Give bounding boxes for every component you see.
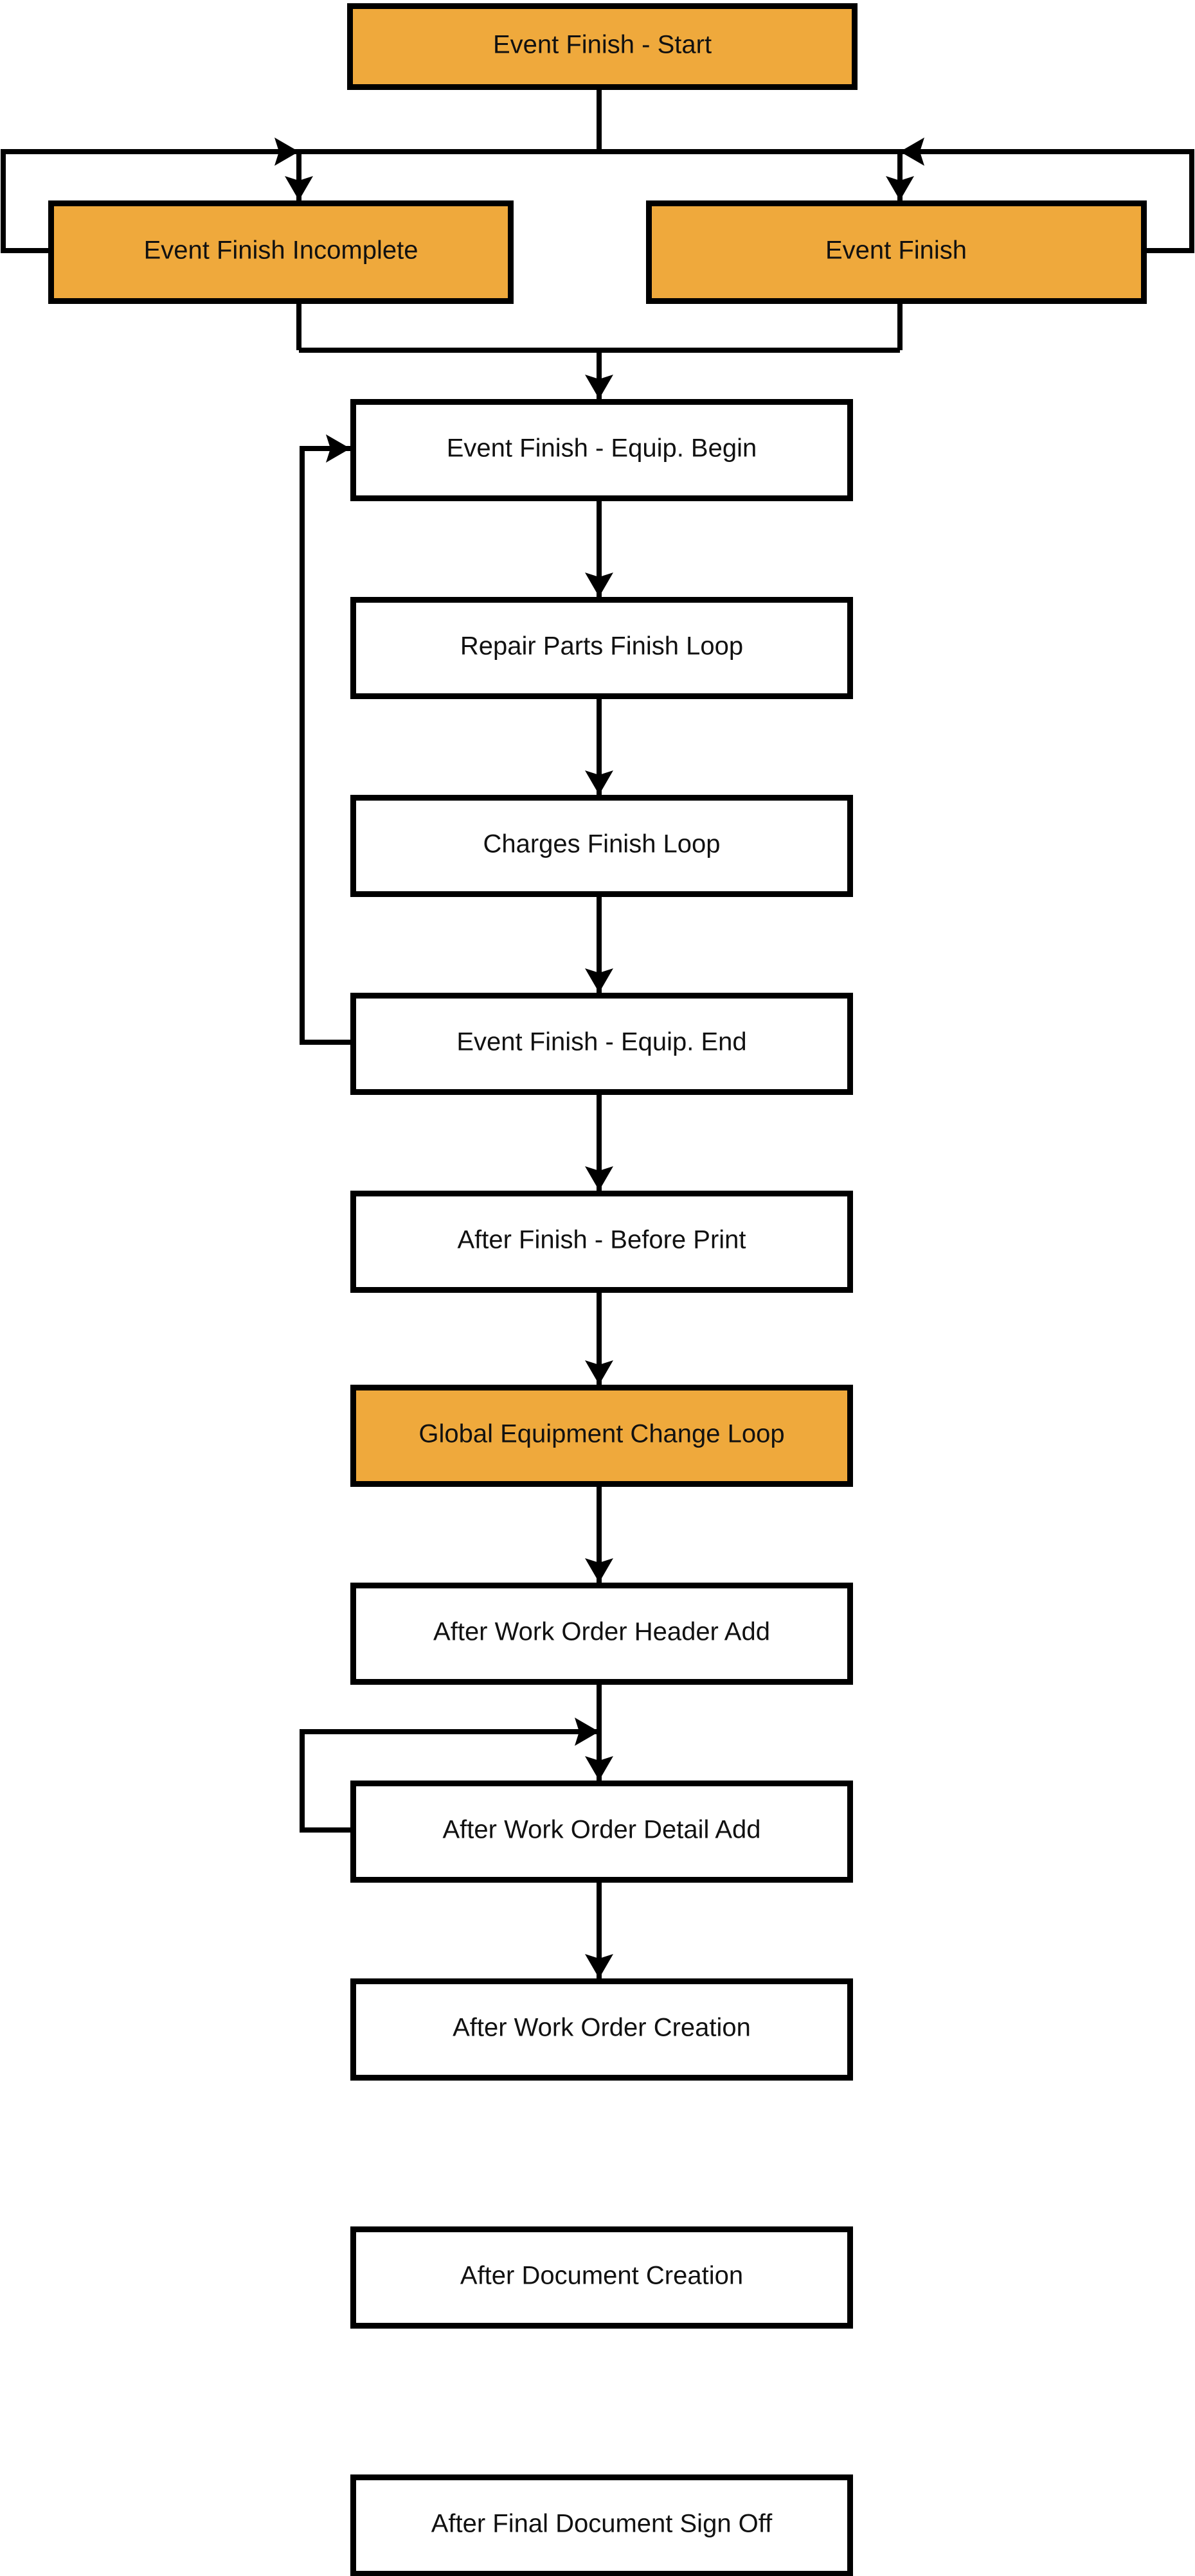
edge-equip-end-loopback-to-equip-begin <box>300 446 350 1045</box>
node-after-document-creation[interactable]: After Document Creation <box>350 2226 853 2329</box>
arrowhead-to-wo-header-add <box>585 1558 613 1583</box>
node-shape-event-finish-equip-begin[interactable] <box>350 399 853 501</box>
arrowhead-to-equip-end <box>585 968 613 993</box>
node-event-finish-start[interactable]: Event Finish - Start <box>347 3 858 90</box>
node-shape-charges-finish-loop[interactable] <box>350 795 853 897</box>
arrowhead-to-charges <box>585 770 613 795</box>
arrowhead-to-repair-parts <box>585 573 613 597</box>
edge-layer <box>1 87 1194 1978</box>
node-event-finish-equip-end[interactable]: Event Finish - Equip. End <box>350 993 853 1095</box>
node-after-finish-before-print[interactable]: After Finish - Before Print <box>350 1191 853 1293</box>
node-global-equipment-change-loop[interactable]: Global Equipment Change Loop <box>350 1385 853 1487</box>
node-shape-after-work-order-header-add[interactable] <box>350 1583 853 1685</box>
node-shape-after-work-order-creation[interactable] <box>350 1978 853 2081</box>
node-shape-after-final-document-sign-off[interactable] <box>350 2474 853 2576</box>
arrowhead-right-feedback-left <box>900 138 924 166</box>
arrowhead-to-equip-begin <box>585 375 613 399</box>
node-shape-event-finish[interactable] <box>646 200 1147 304</box>
edge-finish-feedback <box>900 149 1194 253</box>
node-repair-parts-finish-loop[interactable]: Repair Parts Finish Loop <box>350 597 853 699</box>
edge-finish-incomplete-feedback <box>1 149 299 253</box>
node-event-finish-incomplete[interactable]: Event Finish Incomplete <box>48 200 514 304</box>
node-event-finish-equip-begin[interactable]: Event Finish - Equip. Begin <box>350 399 853 501</box>
node-shape-after-document-creation[interactable] <box>350 2226 853 2329</box>
arrowhead-to-wo-detail-add <box>585 1756 613 1781</box>
node-shape-repair-parts-finish-loop[interactable] <box>350 597 853 699</box>
node-after-work-order-header-add[interactable]: After Work Order Header Add <box>350 1583 853 1685</box>
arrowhead-loopback-to-equip-begin <box>326 434 350 463</box>
node-shape-global-equipment-change-loop[interactable] <box>350 1385 853 1487</box>
edge-wo-detail-add-selfloop <box>300 1729 599 1833</box>
node-charges-finish-loop[interactable]: Charges Finish Loop <box>350 795 853 897</box>
node-shape-event-finish-incomplete[interactable] <box>48 200 514 304</box>
node-after-final-document-sign-off[interactable]: After Final Document Sign Off <box>350 2474 853 2576</box>
arrowhead-to-before-print <box>585 1166 613 1191</box>
node-shape-after-finish-before-print[interactable] <box>350 1191 853 1293</box>
node-shape-event-finish-start[interactable] <box>347 3 858 90</box>
arrowhead-to-global-equipment <box>585 1360 613 1385</box>
node-layer: Event Finish - Start Event Finish Incomp… <box>48 3 1147 2576</box>
node-after-work-order-detail-add[interactable]: After Work Order Detail Add <box>350 1781 853 1883</box>
arrowhead-wo-detail-selfloop <box>575 1718 599 1746</box>
arrowhead-left-feedback-right <box>274 138 299 166</box>
node-after-work-order-creation[interactable]: After Work Order Creation <box>350 1978 853 2081</box>
arrowhead-to-finish <box>886 176 914 200</box>
node-shape-event-finish-equip-end[interactable] <box>350 993 853 1095</box>
arrowhead-to-finish-incomplete <box>285 176 313 200</box>
node-event-finish[interactable]: Event Finish <box>646 200 1147 304</box>
node-shape-after-work-order-detail-add[interactable] <box>350 1781 853 1883</box>
arrowhead-to-wo-creation <box>585 1954 613 1978</box>
